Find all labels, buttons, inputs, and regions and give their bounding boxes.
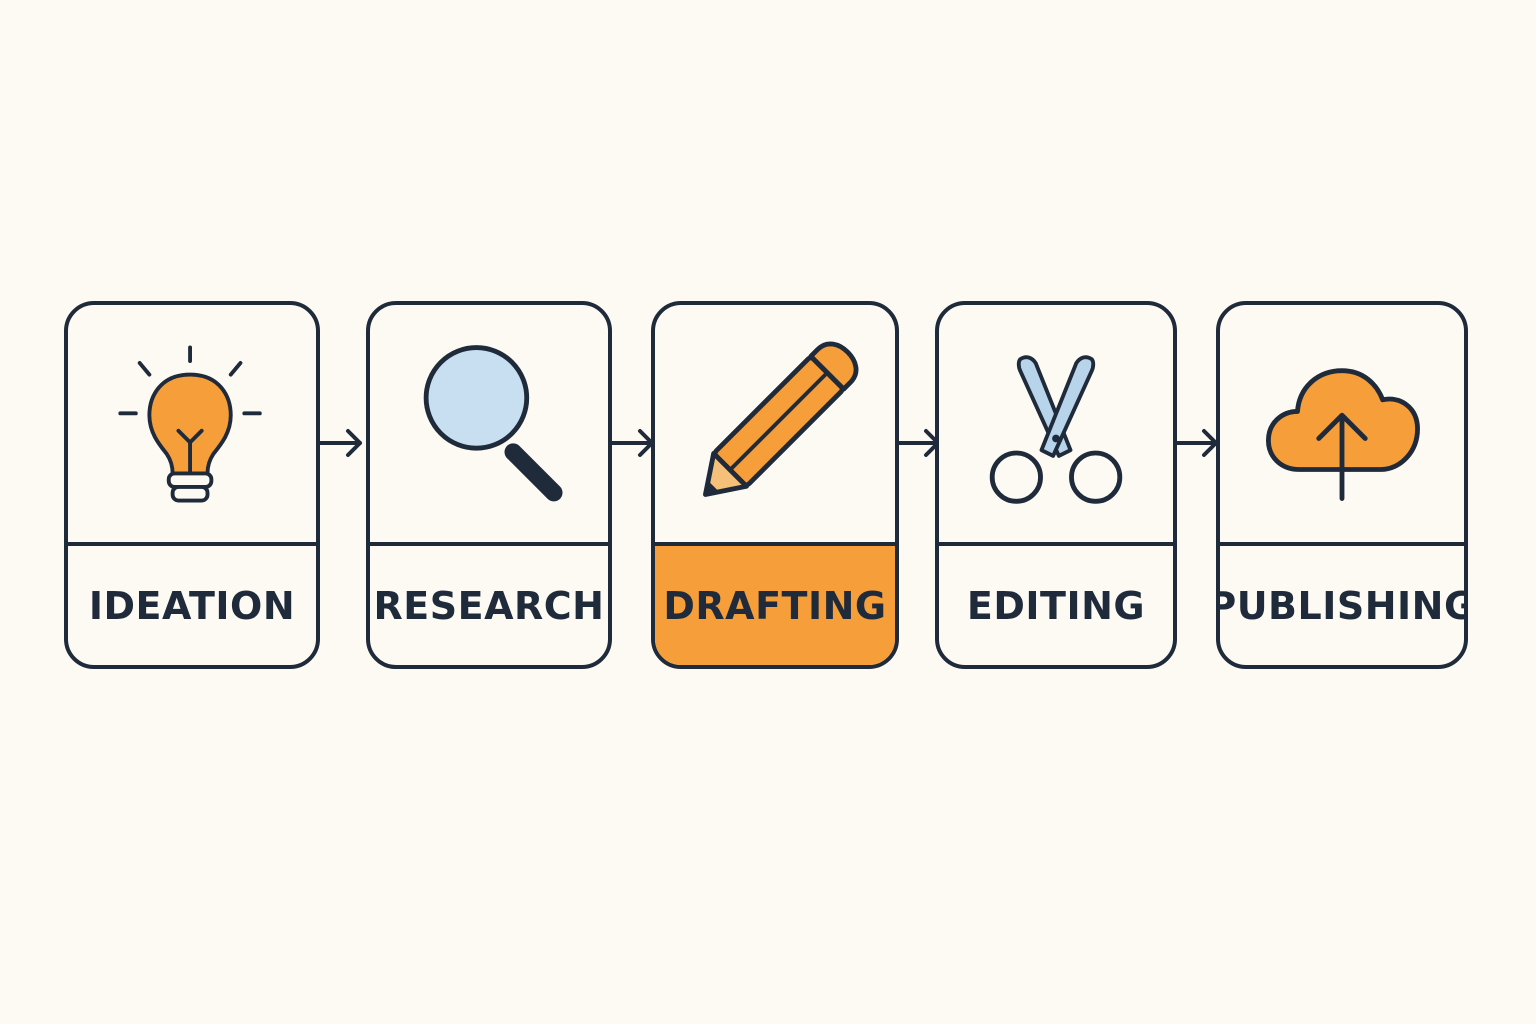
stage-label: RESEARCH (373, 583, 605, 628)
pencil-icon (703, 341, 859, 497)
stage-icon-area (370, 305, 608, 546)
stage-label: EDITING (966, 583, 1146, 628)
stage-icon-area (1220, 305, 1464, 546)
stage-label: IDEATION (88, 583, 296, 628)
stage-card-editing: EDITING (935, 301, 1177, 669)
stage-icon-area (68, 305, 316, 546)
stage-icon-area (655, 305, 895, 546)
stage-card-drafting: DRAFTING (651, 301, 899, 669)
arrow-right-icon (318, 429, 362, 457)
lightbulb-icon (118, 345, 262, 503)
magnifying-glass-icon (423, 345, 563, 502)
cloud-upload-icon (1265, 368, 1420, 501)
stage-card-ideation: IDEATION (64, 301, 320, 669)
scissors-icon (989, 355, 1123, 504)
stage-card-research: RESEARCH (366, 301, 612, 669)
stage-card-publishing: PUBLISHING (1216, 301, 1468, 669)
stage-label: DRAFTING (655, 546, 895, 665)
stage-label: PUBLISHING (1216, 583, 1468, 628)
stage-icon-area (939, 305, 1173, 546)
